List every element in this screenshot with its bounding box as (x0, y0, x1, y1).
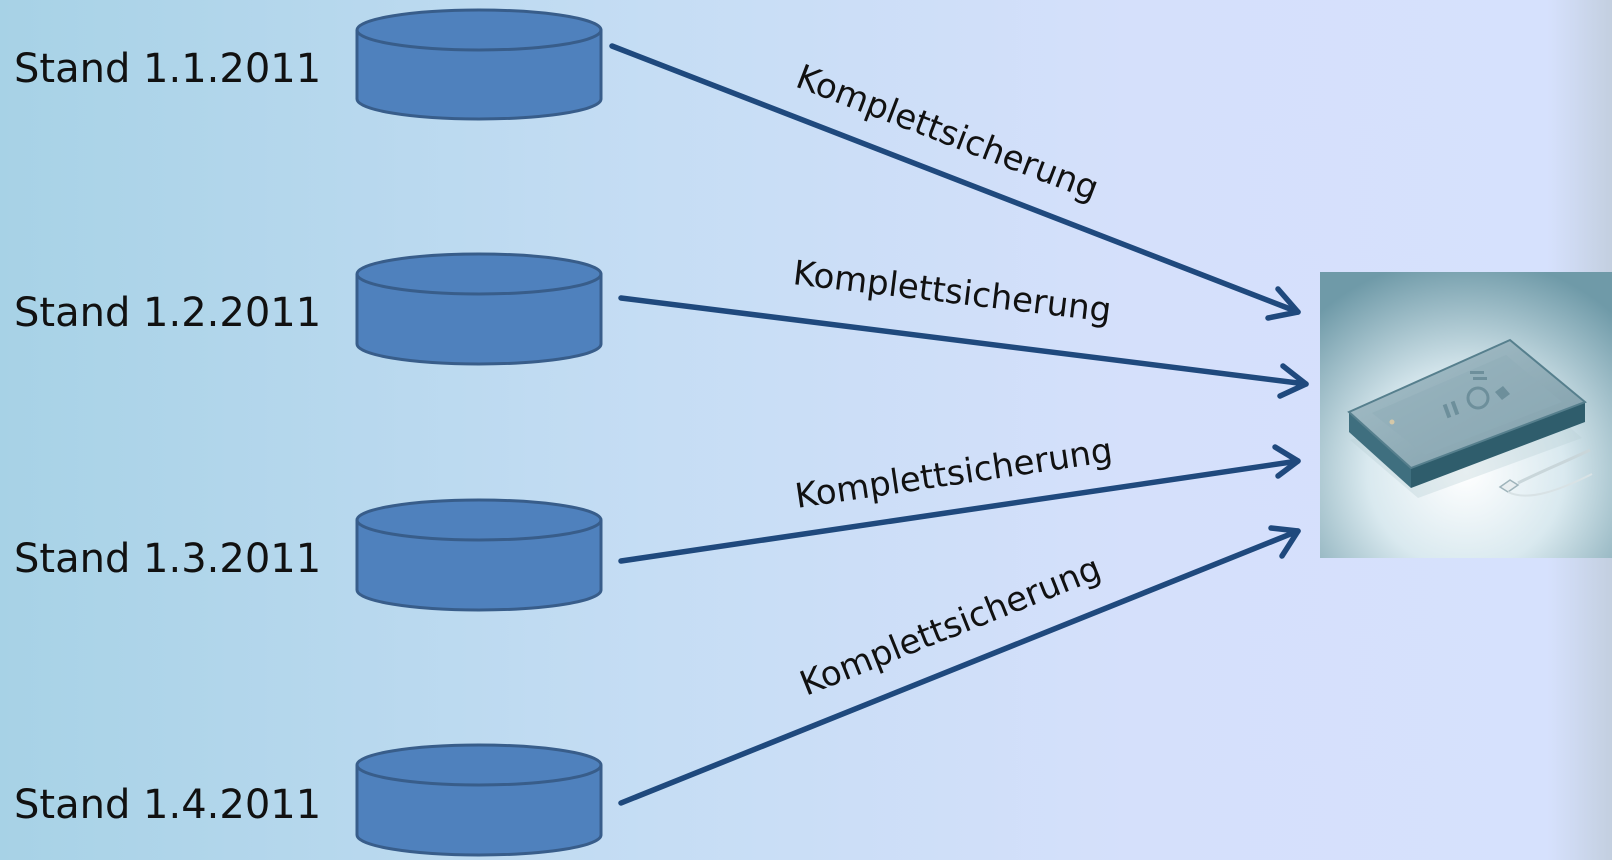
stand-label-2: Stand 1.2.2011 (14, 290, 321, 336)
external-hard-drive-icon (1320, 272, 1612, 558)
edge-label-3: Komplettsicherung (792, 431, 1115, 517)
arrow-2 (618, 295, 1309, 399)
stand-label-3: Stand 1.3.2011 (14, 536, 321, 582)
database-cylinder-icon-2 (355, 252, 603, 366)
database-cylinder-icon-3 (355, 498, 603, 612)
database-cylinder-icon-4 (355, 743, 603, 857)
stand-label-4: Stand 1.4.2011 (14, 782, 321, 828)
arrow-3 (618, 444, 1301, 564)
arrow-1 (609, 43, 1301, 321)
database-cylinder-icon-1 (355, 8, 603, 121)
edge-label-2: Komplettsicherung (791, 253, 1114, 331)
arrow-4 (618, 525, 1301, 806)
stand-label-1: Stand 1.1.2011 (14, 46, 321, 92)
